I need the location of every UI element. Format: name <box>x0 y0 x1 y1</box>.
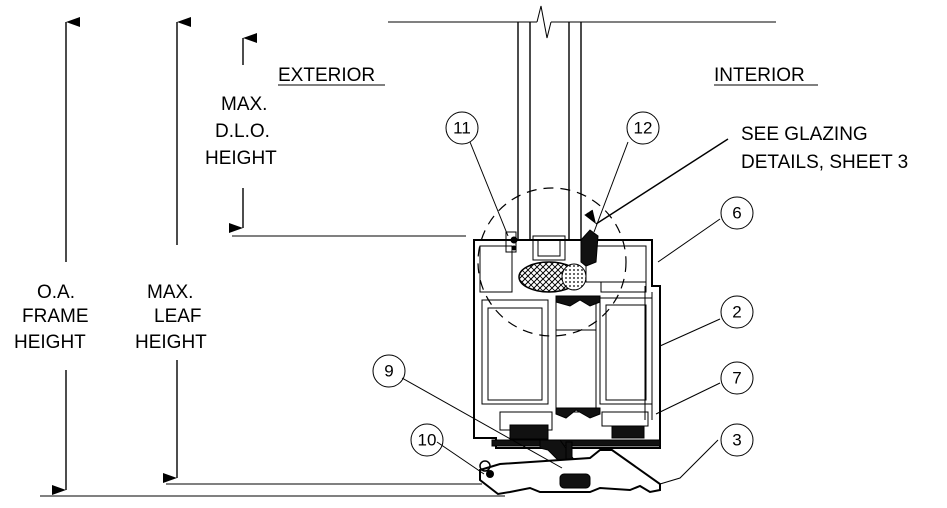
svg-text:2: 2 <box>732 303 741 322</box>
top-break-line <box>388 5 776 39</box>
svg-text:7: 7 <box>732 369 741 388</box>
callout-10: 10 <box>410 423 444 457</box>
svg-text:SEE GLAZING: SEE GLAZING <box>741 124 868 145</box>
svg-text:6: 6 <box>732 204 741 223</box>
svg-text:O.A.: O.A. <box>37 282 75 303</box>
svg-text:11: 11 <box>453 119 471 138</box>
svg-text:HEIGHT: HEIGHT <box>14 332 86 353</box>
wedge-gasket <box>580 229 599 267</box>
glazing-detail-circle <box>477 187 627 337</box>
svg-text:HEIGHT: HEIGHT <box>135 332 207 353</box>
label-glazing-note: SEE GLAZING DETAILS, SHEET 3 <box>741 124 908 173</box>
leaf-profile <box>473 239 661 449</box>
svg-text:3: 3 <box>732 431 741 450</box>
svg-text:MAX.: MAX. <box>221 94 267 115</box>
threshold <box>479 449 661 496</box>
svg-text:FRAME: FRAME <box>22 306 89 327</box>
glass-unit <box>517 22 582 240</box>
thermal-break <box>555 295 601 419</box>
dimension-leaf <box>163 17 482 485</box>
svg-text:9: 9 <box>384 362 393 381</box>
label-frame-height: O.A. FRAME HEIGHT <box>14 282 89 353</box>
label-dlo-height: MAX. D.L.O. HEIGHT <box>205 94 277 169</box>
dimension-frame <box>40 17 505 497</box>
svg-text:D.L.O.: D.L.O. <box>215 121 270 142</box>
glazing-bead <box>505 231 566 261</box>
callout-6: 6 <box>720 196 754 230</box>
callout-leaders <box>401 138 729 485</box>
svg-text:DETAILS, SHEET 3: DETAILS, SHEET 3 <box>741 152 908 173</box>
label-interior: INTERIOR <box>714 65 818 86</box>
svg-text:12: 12 <box>634 119 653 138</box>
callout-2: 2 <box>720 295 754 329</box>
svg-text:INTERIOR: INTERIOR <box>714 65 805 86</box>
label-leaf-height: MAX. LEAF HEIGHT <box>135 282 207 353</box>
callout-11: 11 <box>445 111 479 145</box>
svg-text:LEAF: LEAF <box>154 306 202 327</box>
callout-12: 12 <box>626 111 660 145</box>
callout-7: 7 <box>720 361 754 395</box>
callout-3: 3 <box>720 423 754 457</box>
svg-text:MAX.: MAX. <box>147 282 193 303</box>
svg-text:EXTERIOR: EXTERIOR <box>278 65 375 86</box>
callout-9: 9 <box>372 354 406 388</box>
svg-text:10: 10 <box>418 431 437 450</box>
dimension-dlo <box>229 33 466 237</box>
label-exterior: EXTERIOR <box>278 65 385 86</box>
svg-text:HEIGHT: HEIGHT <box>205 148 277 169</box>
